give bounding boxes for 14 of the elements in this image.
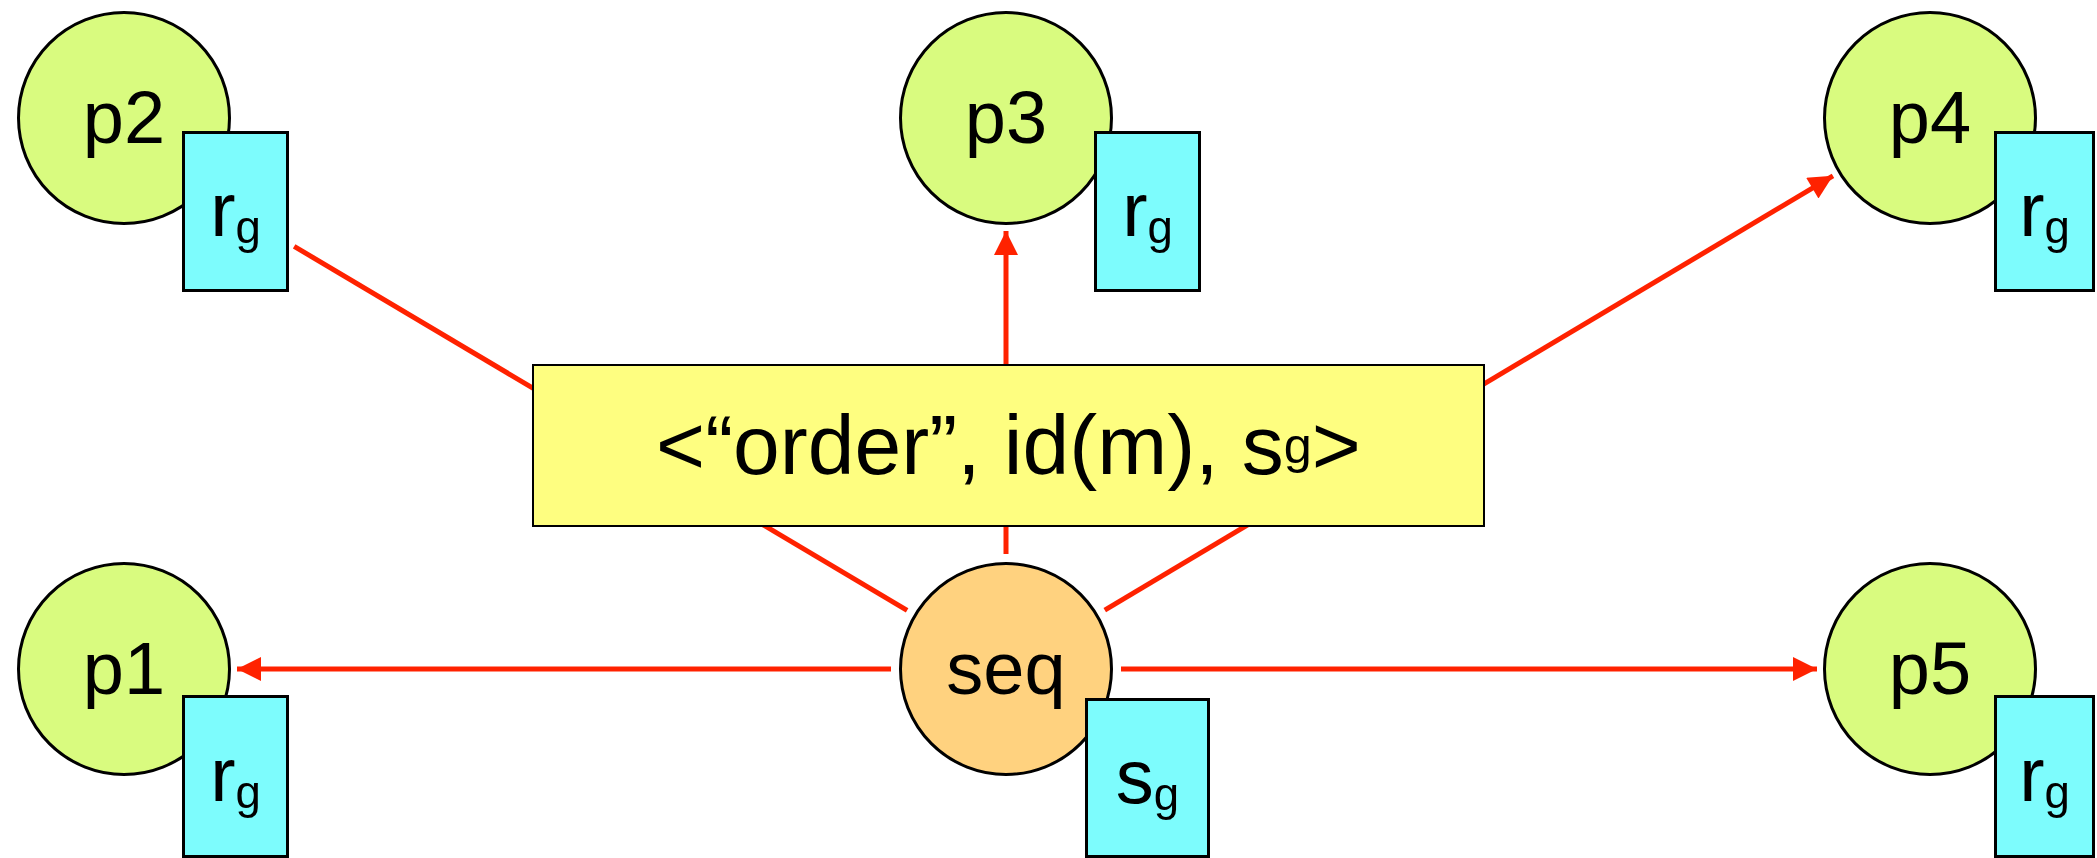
node-label: s$_{g}$ [1115, 738, 1180, 818]
node-label: r$_{g}$ [210, 737, 261, 816]
node-label: r$_{g}$ [2019, 737, 2070, 816]
arrow [237, 657, 891, 681]
variable-box [182, 131, 289, 292]
node-label: r$_{g}$ [2019, 172, 2070, 251]
variable-box [1085, 698, 1210, 858]
node-label: r$_{g}$ [1122, 172, 1173, 251]
variable-box [1094, 131, 1201, 292]
node-label: r$_{g}$ [210, 172, 261, 251]
arrow [1121, 657, 1817, 681]
variable-box [1994, 695, 2095, 858]
variable-box [182, 695, 289, 858]
variable-box [1994, 131, 2095, 292]
